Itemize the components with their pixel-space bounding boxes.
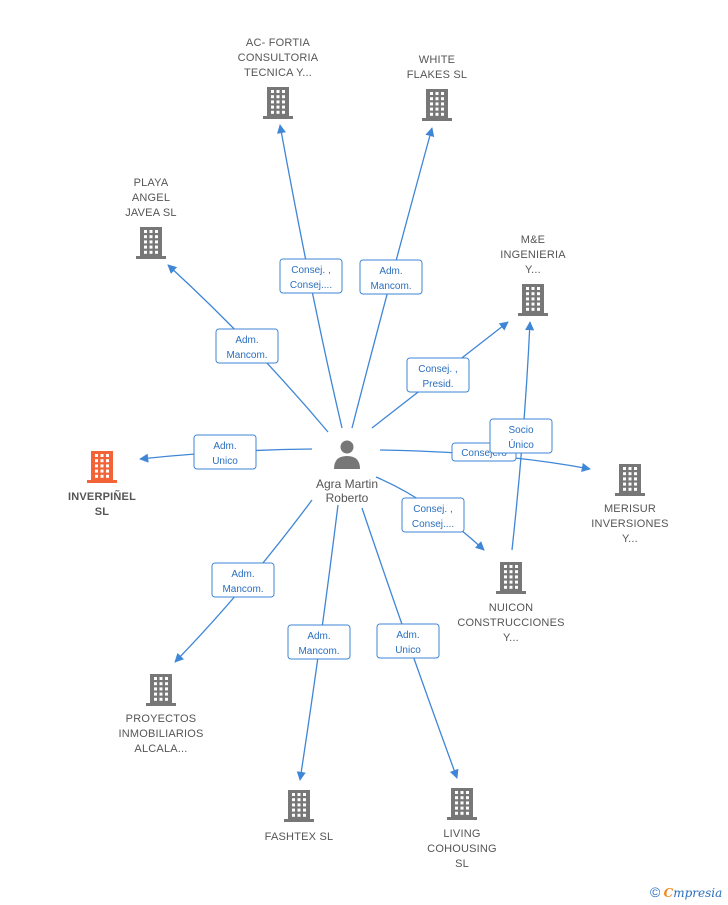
relation-text-line: Adm.	[396, 630, 419, 641]
relation-label-r-living[interactable]: Adm. Unico	[376, 623, 440, 659]
relation-text-line: Adm.	[235, 335, 258, 346]
company-node-proyectos[interactable]: PROYECTOS INMOBILIARIOS ALCALA...	[118, 674, 203, 755]
company-label-line: Y...	[622, 533, 638, 545]
copyright-icon: ©	[650, 884, 661, 900]
relation-label-r-white[interactable]: Adm. Mancom.	[359, 259, 423, 295]
empresia-brand[interactable]: © Cmpresia	[650, 884, 722, 900]
company-label-line: Y...	[503, 632, 519, 644]
building-icon[interactable]	[422, 89, 452, 121]
relation-label-r-acfortia[interactable]: Consej. , Consej....	[279, 258, 343, 294]
company-label-line: SL	[455, 858, 469, 870]
person-name-line: Roberto	[326, 491, 369, 505]
relation-text-line: Presid.	[422, 379, 453, 390]
company-label-line: FLAKES SL	[407, 69, 468, 81]
relation-text-line: Adm.	[379, 266, 402, 277]
relation-label-r-me[interactable]: Consej. , Presid.	[406, 357, 470, 393]
company-label-line: PLAYA	[134, 177, 169, 189]
relation-text-line: Unico	[395, 645, 421, 656]
company-label-line: SL	[95, 506, 110, 518]
relation-label-r-nuicon[interactable]: Consej. , Consej....	[401, 497, 465, 533]
relation-text-line: Consej....	[290, 280, 332, 291]
relation-text-line: Socio	[508, 425, 533, 436]
company-label-line: INVERSIONES	[591, 518, 668, 530]
company-label-line: TECNICA Y...	[244, 67, 312, 79]
building-icon[interactable]	[518, 284, 548, 316]
relation-label-r-proyectos[interactable]: Adm. Mancom.	[211, 562, 275, 598]
relation-text-line: Mancom.	[370, 281, 411, 292]
relation-text-line: Adm.	[307, 631, 330, 642]
brand-initial: C	[663, 886, 674, 900]
relation-text-line: Consej. ,	[291, 265, 330, 276]
relation-text-line: Consej....	[412, 519, 454, 530]
company-node-merisur[interactable]: MERISUR INVERSIONES Y...	[591, 464, 668, 545]
company-label-line: FASHTEX SL	[265, 831, 334, 843]
company-node-inverpinel[interactable]: INVERPIÑEL SL	[68, 451, 136, 518]
company-label-line: WHITE	[419, 54, 455, 66]
relation-text-line: Mancom.	[226, 350, 267, 361]
company-label-line: INMOBILIARIOS	[118, 728, 203, 740]
company-label-line: M&E	[521, 234, 545, 246]
company-label-line: AC- FORTIA	[246, 37, 311, 49]
company-label-line: INGENIERIA	[500, 249, 566, 261]
building-icon[interactable]	[284, 790, 314, 822]
building-icon[interactable]	[615, 464, 645, 496]
company-label-line: ANGEL	[132, 192, 170, 204]
relation-text-line: Adm.	[213, 441, 236, 452]
relation-text-line: Consej. ,	[418, 364, 457, 375]
company-label-line: INVERPIÑEL	[68, 490, 136, 503]
building-icon[interactable]	[447, 788, 477, 820]
person-icon	[334, 440, 360, 469]
company-label-line: MERISUR	[604, 503, 656, 515]
relation-text-line: Unico	[212, 456, 238, 467]
relation-text-line: Consej. ,	[413, 504, 452, 515]
company-node-me[interactable]: M&E INGENIERIA Y...	[500, 234, 566, 316]
company-label-line: Y...	[525, 264, 541, 276]
company-label-line: ALCALA...	[134, 743, 187, 755]
company-node-acfortia[interactable]: AC- FORTIA CONSULTORIA TECNICA Y...	[238, 37, 319, 119]
relation-label-r-inverpinel[interactable]: Adm. Unico	[193, 434, 257, 470]
relation-label-r-playa[interactable]: Adm. Mancom.	[215, 328, 279, 364]
relation-text-line: Mancom.	[298, 646, 339, 657]
company-label-line: COHOUSING	[427, 843, 497, 855]
company-node-white[interactable]: WHITE FLAKES SL	[407, 54, 468, 121]
company-label-line: NUICON	[489, 602, 534, 614]
company-node-nuicon[interactable]: NUICON CONSTRUCCIONES Y...	[457, 562, 564, 644]
relation-text-line: Mancom.	[222, 584, 263, 595]
building-icon[interactable]	[136, 227, 166, 259]
company-label-line: PROYECTOS	[126, 713, 197, 725]
building-icon[interactable]	[146, 674, 176, 706]
brand-name: mpresia	[673, 886, 723, 900]
company-label-line: LIVING	[443, 828, 480, 840]
building-icon[interactable]	[87, 451, 117, 483]
company-label-line: CONSTRUCCIONES	[457, 617, 564, 629]
company-node-playa[interactable]: PLAYA ANGEL JAVEA SL	[125, 177, 177, 259]
company-node-living[interactable]: LIVING COHOUSING SL	[427, 788, 497, 870]
relation-text-line: Adm.	[231, 569, 254, 580]
relation-text-line: Consejero	[461, 448, 507, 459]
relation-text-line: Único	[508, 438, 534, 451]
company-label-line: JAVEA SL	[125, 207, 177, 219]
relation-label-r-fashtex[interactable]: Adm. Mancom.	[287, 624, 351, 660]
building-icon[interactable]	[496, 562, 526, 594]
person-name-line: Agra Martin	[316, 477, 378, 491]
company-label-line: CONSULTORIA	[238, 52, 319, 64]
building-icon[interactable]	[263, 87, 293, 119]
company-node-fashtex[interactable]: FASHTEX SL	[265, 790, 334, 843]
